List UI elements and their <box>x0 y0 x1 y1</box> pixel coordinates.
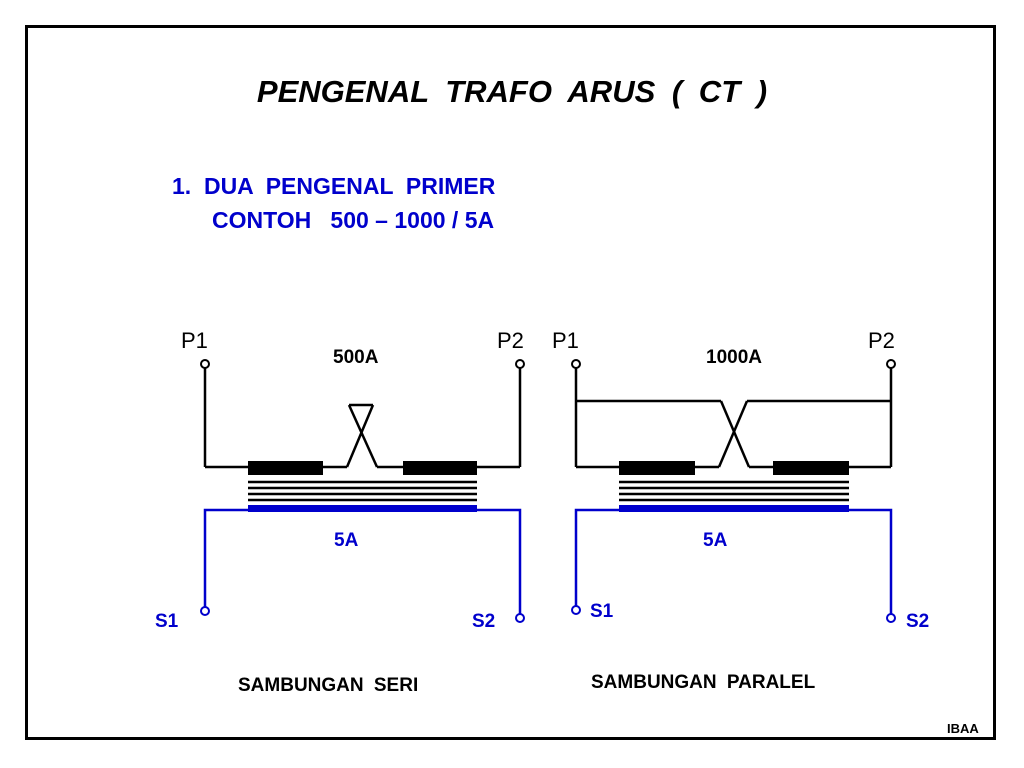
series-s2-terminal <box>515 613 525 623</box>
series-caption: SAMBUNGAN SERI <box>238 675 418 696</box>
series-core <box>248 480 477 502</box>
parallel-primary-winding-1 <box>619 461 695 475</box>
parallel-p2-terminal <box>886 359 896 369</box>
series-p2-terminal <box>515 359 525 369</box>
parallel-s1-label: S1 <box>590 601 614 622</box>
parallel-s2-terminal <box>886 613 896 623</box>
series-secondary-rating: 5A <box>334 530 359 551</box>
parallel-p1-terminal <box>571 359 581 369</box>
parallel-primary-rating: 1000A <box>706 347 762 368</box>
parallel-s1-terminal <box>571 605 581 615</box>
parallel-secondary-rating: 5A <box>703 530 728 551</box>
series-primary-wiring <box>203 367 522 469</box>
parallel-core <box>619 480 849 502</box>
parallel-caption: SAMBUNGAN PARALEL <box>591 672 816 693</box>
series-p2-label: P2 <box>497 328 524 353</box>
series-secondary-winding <box>248 505 477 512</box>
slide-frame <box>25 25 996 740</box>
footer-credit: IBAA <box>947 721 979 736</box>
parallel-secondary-wiring <box>574 508 893 614</box>
series-s1-terminal <box>200 606 210 616</box>
subtitle-line-2: CONTOH 500 – 1000 / 5A <box>212 207 495 233</box>
parallel-p1-label: P1 <box>552 328 579 353</box>
series-secondary-wiring <box>203 508 522 614</box>
series-s1-label: S1 <box>155 611 179 632</box>
series-p1-label: P1 <box>181 328 208 353</box>
series-s2-label: S2 <box>472 611 495 632</box>
parallel-p2-label: P2 <box>868 328 895 353</box>
parallel-primary-wiring <box>574 367 893 469</box>
parallel-secondary-winding <box>619 505 849 512</box>
parallel-diagram: P1 P2 1000A 5A S1 S2 SAMBUNGAN PARALEL <box>552 328 929 693</box>
page-title: PENGENAL TRAFO ARUS ( CT ) <box>256 74 768 109</box>
series-primary-winding-2 <box>403 461 477 475</box>
parallel-primary-winding-2 <box>773 461 849 475</box>
series-primary-rating: 500A <box>333 347 379 368</box>
series-p1-terminal <box>200 359 210 369</box>
subtitle-line-1: 1. DUA PENGENAL PRIMER <box>172 173 496 199</box>
series-diagram: P1 P2 500A 5A S1 S2 SAMBUNGAN SERI <box>155 328 525 696</box>
series-primary-winding-1 <box>248 461 323 475</box>
parallel-s2-label: S2 <box>906 611 929 632</box>
